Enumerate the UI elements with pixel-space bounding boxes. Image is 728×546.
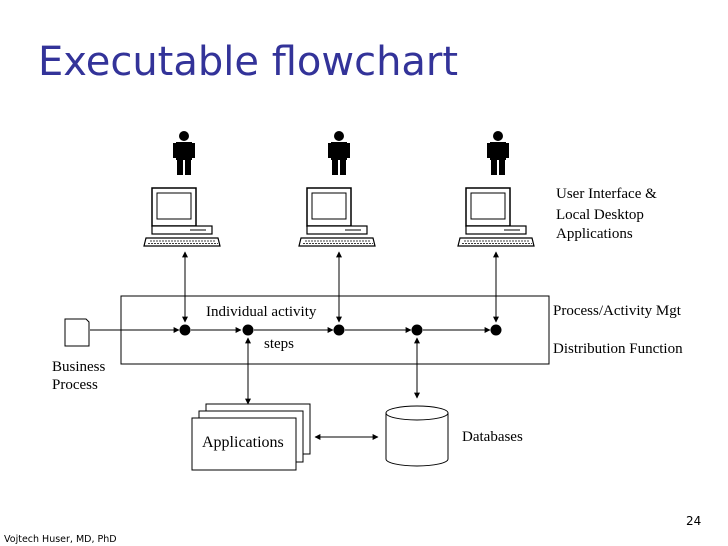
steps-label: steps <box>264 336 294 352</box>
individual-activity-label: Individual activity <box>206 304 317 320</box>
person-icon <box>487 131 509 175</box>
applications-label: Applications <box>202 434 284 451</box>
person-icon <box>328 131 350 175</box>
business-label-line1: Business <box>52 359 106 375</box>
person-icon <box>173 131 195 175</box>
applications-stack <box>191 403 311 471</box>
ui-label-line1: User Interface & <box>556 186 657 202</box>
business-label-line2: Process <box>52 377 98 393</box>
footer-author: Vojtech Huser, MD, PhD <box>4 534 117 545</box>
distribution-function-label: Distribution Function <box>553 341 683 357</box>
page-number: 24 <box>686 514 702 528</box>
database-cylinder-icon <box>385 405 449 467</box>
activity-node <box>411 324 423 336</box>
databases-label: Databases <box>462 429 523 445</box>
computer-icon <box>143 187 221 247</box>
slide-title: Executable flowchart <box>38 39 459 85</box>
activity-node <box>179 324 191 336</box>
process-activity-mgt-label: Process/Activity Mgt <box>553 303 681 319</box>
ui-label-line3: Applications <box>556 226 633 242</box>
computer-icon <box>457 187 535 247</box>
document-icon <box>64 318 90 347</box>
activity-node <box>333 324 345 336</box>
ui-label-line2: Local Desktop <box>556 207 644 223</box>
computer-icon <box>298 187 376 247</box>
activity-node <box>490 324 502 336</box>
activity-node <box>242 324 254 336</box>
